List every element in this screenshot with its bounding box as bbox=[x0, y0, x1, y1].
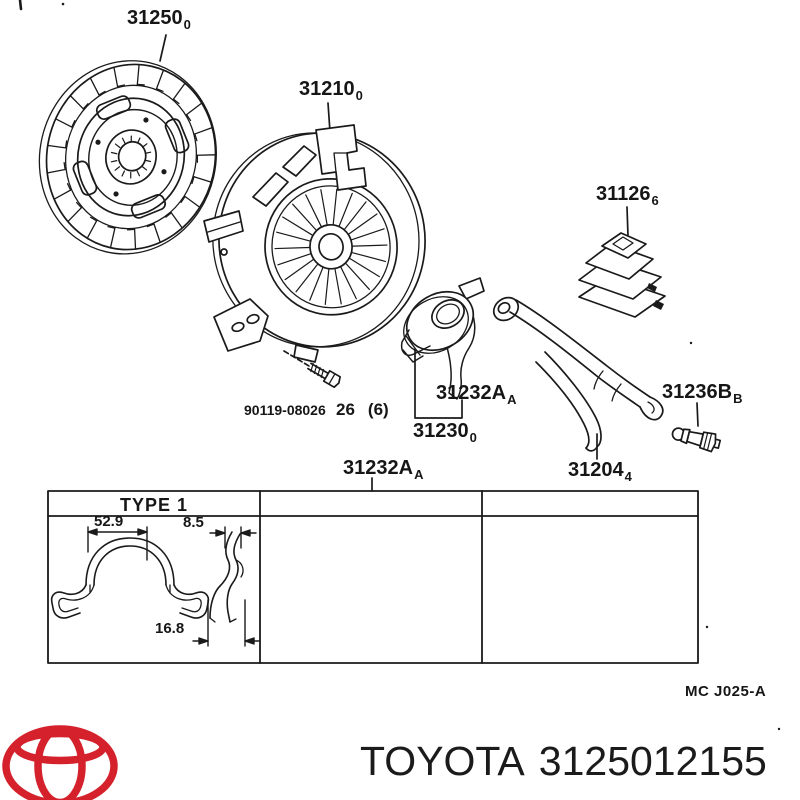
clip-side-view bbox=[209, 531, 244, 623]
boot-drawing bbox=[578, 232, 666, 318]
scan-artifact bbox=[18, 0, 23, 11]
dimension-lines bbox=[87, 526, 261, 647]
dimension-top-width: 52.9 bbox=[94, 513, 124, 530]
dimension-side-width: 8.5 bbox=[183, 514, 204, 531]
detail-table-grid bbox=[47, 490, 699, 664]
part-label-bolt: 90119-08026 bbox=[244, 402, 326, 418]
product-title: TOYOTA 3125012155 bbox=[360, 741, 767, 782]
bolt-drawing bbox=[307, 362, 341, 389]
doc-code: MC J025-A bbox=[685, 683, 767, 700]
part-label-disc: 312500 bbox=[127, 7, 191, 32]
part-label-bearing: 312300 bbox=[413, 420, 477, 445]
part-label-boot: 311266 bbox=[596, 183, 659, 208]
part-label-clip-upper: 31232AA bbox=[436, 382, 517, 407]
clutch-cover-drawing bbox=[203, 124, 426, 363]
bolt-qty-note: 26(6) bbox=[336, 400, 389, 419]
release-fork-drawing bbox=[492, 296, 664, 452]
part-label-cover: 312100 bbox=[299, 78, 363, 103]
release-bearing-drawing bbox=[400, 277, 485, 400]
part-label-clip-lower: 31232AA bbox=[343, 457, 424, 482]
clip-front-view bbox=[50, 537, 210, 619]
dimension-height: 16.8 bbox=[155, 620, 185, 637]
part-label-pivot-bolt: 31236BB bbox=[662, 381, 743, 406]
part-label-fork: 312044 bbox=[568, 459, 632, 484]
toyota-logo bbox=[2, 725, 118, 800]
table-type-header: TYPE 1 bbox=[119, 495, 189, 515]
clutch-disc-drawing bbox=[38, 60, 217, 255]
brand-name: TOYOTA bbox=[360, 738, 525, 784]
product-part-number: 3125012155 bbox=[538, 738, 767, 784]
pivot-bolt-drawing bbox=[671, 427, 722, 453]
